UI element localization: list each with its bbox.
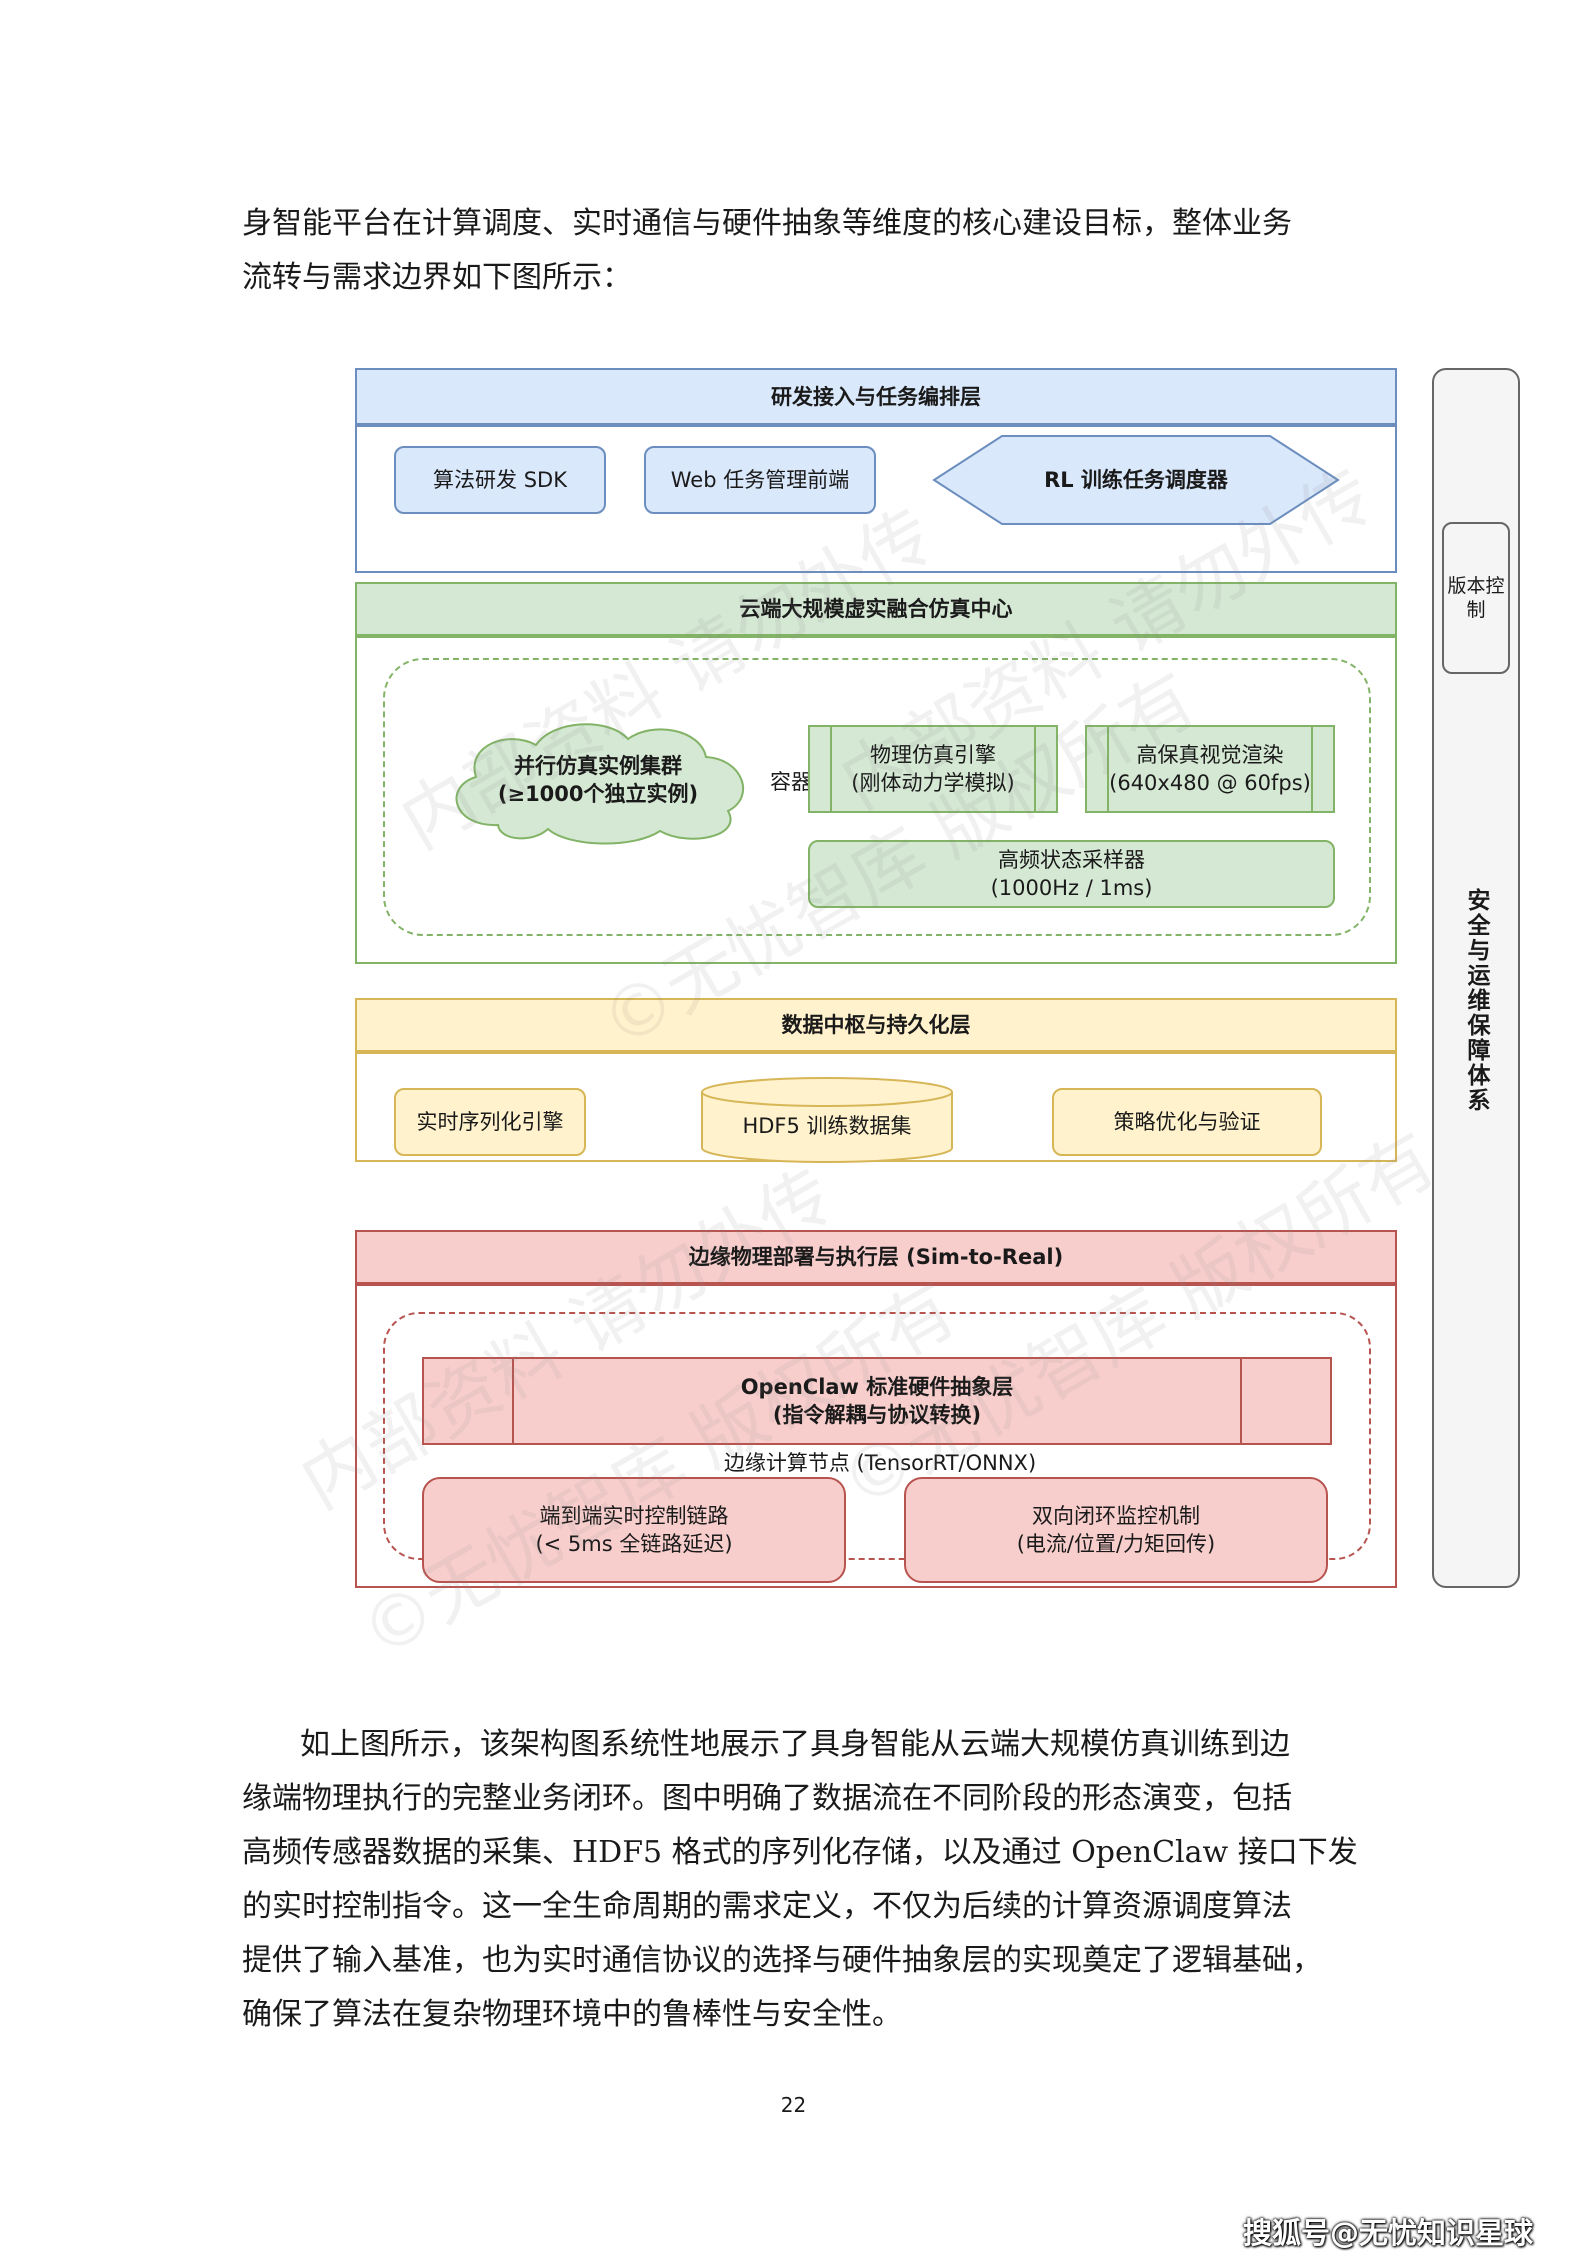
source-credit: 搜狐号@无忧知识星球 (1243, 2216, 1534, 2250)
physics-engine-line1: 物理仿真引擎 (870, 743, 996, 767)
sim-container-dashed (383, 658, 1371, 936)
layer-cloud-sim-title: 云端大规模虚实融合仿真中心 (355, 582, 1397, 636)
state-sampler-line1: 高频状态采样器 (998, 848, 1145, 872)
rl-scheduler-label: RL 训练任务调度器 (1044, 468, 1228, 492)
web-frontend-box: Web 任务管理前端 (644, 446, 876, 514)
intro-line: 流转与需求边界如下图所示： (242, 260, 632, 295)
openclaw-hal-label: OpenClaw 标准硬件抽象层 (指令解耦与协议转换) (422, 1357, 1332, 1445)
visual-render-label: 高保真视觉渲染 (640x480 @ 60fps) (1085, 725, 1335, 813)
instance-cluster-line1: 并行仿真实例集群 (514, 754, 682, 778)
body-line: 确保了算法在复杂物理环境中的鲁棒性与安全性。 (242, 1997, 902, 2032)
rl-scheduler-hexagon (932, 435, 1340, 525)
monitor-line1: 双向闭环监控机制 (1032, 1504, 1200, 1528)
sdk-box: 算法研发 SDK (394, 446, 606, 514)
layer-data-hub-title: 数据中枢与持久化层 (355, 998, 1397, 1052)
edge-node-label: 边缘计算节点 (TensorRT/ONNX) (723, 1451, 1037, 1475)
visual-render-box (1085, 725, 1335, 813)
serializer-box: 实时序列化引擎 (394, 1088, 586, 1156)
body-line: 高频传感器数据的采集、HDF5 格式的序列化存储，以及通过 OpenClaw 接… (242, 1835, 1358, 1870)
control-link-line1: 端到端实时控制链路 (539, 1504, 729, 1528)
monitor-box: 双向闭环监控机制 (电流/位置/力矩回传) (904, 1477, 1328, 1583)
body-line: 提供了输入基准，也为实时通信协议的选择与硬件抽象层的实现奠定了逻辑基础， (242, 1943, 1322, 1978)
version-control-line2: 制 (1466, 599, 1486, 621)
body-line: 缘端物理执行的完整业务闭环。图中明确了数据流在不同阶段的形态演变，包括 (242, 1781, 1292, 1816)
control-link-box: 端到端实时控制链路 (< 5ms 全链路延迟) (422, 1477, 846, 1583)
visual-render-line1: 高保真视觉渲染 (1136, 743, 1284, 767)
physics-engine-line2: (刚体动力学模拟) (851, 771, 1015, 795)
hdf5-dataset-cylinder (701, 1077, 953, 1163)
security-ops-label: 安全与运维保障体系 (1463, 887, 1489, 1113)
container-label: 容器 (770, 770, 812, 794)
state-sampler-box: 高频状态采样器 (1000Hz / 1ms) (808, 840, 1335, 908)
monitor-line2: (电流/位置/力矩回传) (1016, 1532, 1216, 1556)
body-line: 如上图所示，该架构图系统性地展示了具身智能从云端大规模仿真训练到边 (300, 1727, 1290, 1762)
openclaw-hal-line1: OpenClaw 标准硬件抽象层 (740, 1375, 1014, 1399)
layer-edge-deploy-title: 边缘物理部署与执行层 (Sim-to-Real) (355, 1230, 1397, 1284)
visual-render-line2: (640x480 @ 60fps) (1109, 771, 1311, 795)
edge-node-dashed (383, 1312, 1371, 1560)
page-number: 22 (780, 2093, 807, 2117)
policy-box: 策略优化与验证 (1052, 1088, 1322, 1156)
version-control-line1: 版本控 (1447, 575, 1505, 597)
body-line: 的实时控制指令。这一全生命周期的需求定义，不仅为后续的计算资源调度算法 (242, 1889, 1292, 1924)
physics-engine-label: 物理仿真引擎 (刚体动力学模拟) (808, 725, 1058, 813)
instance-cluster-line2: (≥1000个独立实例) (497, 782, 699, 806)
openclaw-hal-box (422, 1357, 1332, 1445)
instance-cluster-cloud (455, 723, 745, 845)
physics-engine-box (808, 725, 1058, 813)
intro-line: 身智能平台在计算调度、实时通信与硬件抽象等维度的核心建设目标，整体业务 (242, 206, 1292, 241)
version-control-box: 版本控 制 (1442, 522, 1510, 674)
intro-paragraph: 身智能平台在计算调度、实时通信与硬件抽象等维度的核心建设目标，整体业务 流转与需… (242, 197, 1352, 305)
layer-dev-access-title: 研发接入与任务编排层 (355, 368, 1397, 425)
openclaw-hal-line2: (指令解耦与协议转换) (772, 1403, 982, 1427)
body-paragraph: 如上图所示，该架构图系统性地展示了具身智能从云端大规模仿真训练到边 缘端物理执行… (242, 1718, 1358, 2042)
control-link-line2: (< 5ms 全链路延迟) (535, 1532, 733, 1556)
instance-cluster-label: 并行仿真实例集群 (≥1000个独立实例) (438, 715, 758, 845)
state-sampler-line2: (1000Hz / 1ms) (990, 876, 1153, 900)
architecture-diagram: 研发接入与任务编排层 算法研发 SDK Web 任务管理前端 RL 训练任务调度… (300, 330, 1540, 1680)
hdf5-dataset-label: HDF5 训练数据集 (742, 1114, 912, 1138)
